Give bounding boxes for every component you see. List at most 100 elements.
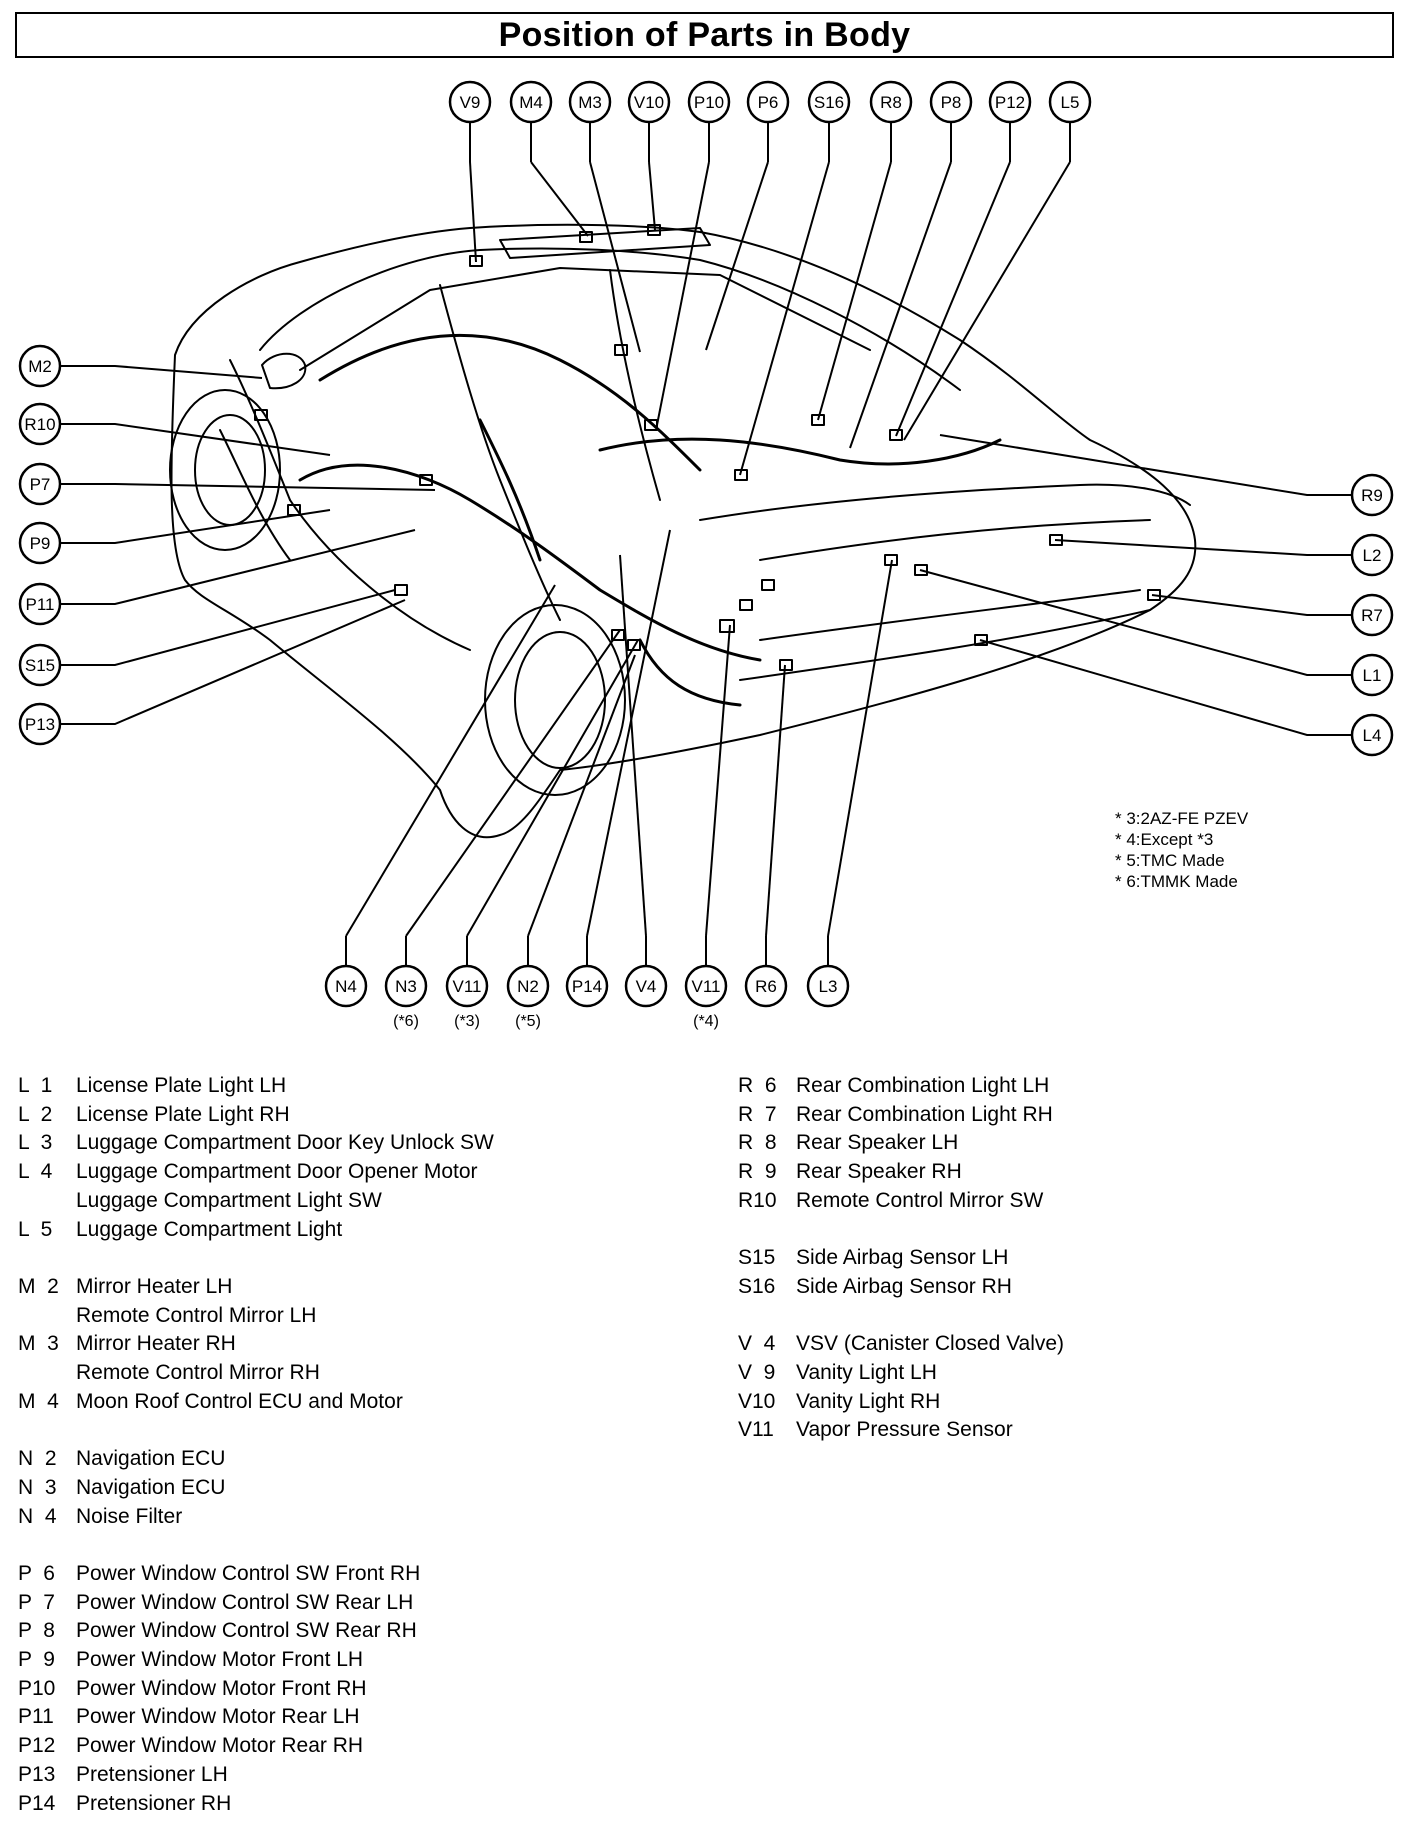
callout-l1: L1 xyxy=(1350,653,1394,697)
legend-code: R 9 xyxy=(738,1160,777,1184)
legend-text: Power Window Motor Rear RH xyxy=(76,1734,364,1758)
callout-label: S15 xyxy=(25,656,55,675)
callout-m2: M2 xyxy=(18,344,62,388)
legend-text: Power Window Control SW Rear LH xyxy=(76,1590,414,1614)
callout-n3: N3 xyxy=(384,964,428,1008)
legend-text: Mirror Heater LH xyxy=(76,1274,233,1298)
legend-code: P 7 xyxy=(18,1590,55,1614)
legend-text: Side Airbag Sensor RH xyxy=(796,1274,1012,1298)
legend-spacer xyxy=(738,1216,1064,1245)
callout-label: L5 xyxy=(1061,93,1080,112)
callout-r8: R8 xyxy=(869,80,913,124)
legend-code: R10 xyxy=(738,1188,777,1212)
legend-text: Rear Speaker LH xyxy=(796,1131,959,1155)
legend-code: P14 xyxy=(18,1791,56,1815)
legend-code: M 3 xyxy=(18,1332,59,1356)
callout-label: L1 xyxy=(1363,666,1382,685)
callout-label: V10 xyxy=(634,93,664,112)
legend-entry: P13 Pretensioner LH xyxy=(18,1761,494,1790)
legend-spacer xyxy=(738,1302,1064,1331)
legend-text: Remote Control Mirror RH xyxy=(76,1361,320,1385)
callout-label: P9 xyxy=(30,534,51,553)
legend-code xyxy=(18,1187,76,1216)
legend-spacer xyxy=(18,1531,494,1560)
callout-label: V9 xyxy=(460,93,481,112)
legend-entry: M 2 Mirror Heater LH xyxy=(18,1273,494,1302)
callout-label: N3 xyxy=(395,977,417,996)
legend-code: N 2 xyxy=(18,1447,57,1471)
leader-lines xyxy=(60,122,1352,966)
callout-v9: V9 xyxy=(448,80,492,124)
callout-v11: V11 xyxy=(684,964,728,1008)
legend-spacer xyxy=(18,1244,494,1273)
legend-text: Power Window Motor Rear LH xyxy=(76,1705,360,1729)
legend-entry: P14 Pretensioner RH xyxy=(18,1790,494,1819)
callout-footnote-ref: (*3) xyxy=(454,1013,480,1030)
legend-text: Power Window Control SW Rear RH xyxy=(76,1619,417,1643)
legend-text: Power Window Motor Front RH xyxy=(76,1676,367,1700)
legend-text: Rear Combination Light RH xyxy=(796,1102,1053,1126)
callout-label: V11 xyxy=(692,977,721,996)
legend-code: V11 xyxy=(738,1418,774,1442)
legend-text: Power Window Motor Front LH xyxy=(76,1648,364,1672)
legend-code: P13 xyxy=(18,1762,56,1786)
legend-entry: N 2 Navigation ECU xyxy=(18,1445,494,1474)
callout-label: R6 xyxy=(755,977,777,996)
callout-label: R7 xyxy=(1361,606,1383,625)
legend-text: Pretensioner RH xyxy=(76,1791,232,1815)
callout-label: M4 xyxy=(519,93,543,112)
legend-entry: P 8 Power Window Control SW Rear RH xyxy=(18,1617,494,1646)
callout-label: P7 xyxy=(30,475,51,494)
callout-p8: P8 xyxy=(929,80,973,124)
callout-p9: P9 xyxy=(18,521,62,565)
callout-label: R9 xyxy=(1361,486,1383,505)
legend-code: V10 xyxy=(738,1389,776,1413)
callout-m3: M3 xyxy=(568,80,612,124)
callout-label: V11 xyxy=(453,977,482,996)
callout-s15: S15 xyxy=(18,643,62,687)
callout-footnote-ref: (*5) xyxy=(515,1013,541,1030)
footnotes: * 3:2AZ-FE PZEV * 4:Except *3 * 5:TMC Ma… xyxy=(1115,808,1248,892)
callout-p12: P12 xyxy=(988,80,1032,124)
legend-code: P 8 xyxy=(18,1619,55,1643)
legend-entry: V10 Vanity Light RH xyxy=(738,1388,1064,1417)
legend-entry: V11 Vapor Pressure Sensor xyxy=(738,1416,1064,1445)
legend-text: Side Airbag Sensor LH xyxy=(796,1246,1009,1270)
callout-v4: V4 xyxy=(624,964,668,1008)
legend-code: M 2 xyxy=(18,1274,59,1298)
legend-text: Pretensioner LH xyxy=(76,1762,228,1786)
legend-text: Vapor Pressure Sensor xyxy=(796,1418,1013,1442)
callout-label: M3 xyxy=(578,93,602,112)
legend-code: L 5 xyxy=(18,1217,53,1241)
legend-code: V 9 xyxy=(738,1361,776,1384)
callout-footnote-ref: (*6) xyxy=(393,1013,419,1030)
callout-label: S16 xyxy=(814,93,844,112)
callout-r10: R10 xyxy=(18,402,62,446)
legend-code: L 4 xyxy=(18,1160,53,1184)
legend-text: Luggage Compartment Door Key Unlock SW xyxy=(76,1131,494,1155)
legend-text: Navigation ECU xyxy=(76,1447,226,1471)
legend-spacer xyxy=(18,1416,494,1445)
legend-text: Vanity Light RH xyxy=(796,1389,941,1413)
legend-text: Navigation ECU xyxy=(76,1475,226,1499)
legend-entry: Luggage Compartment Light SW xyxy=(18,1187,494,1216)
legend-text: Rear Combination Light LH xyxy=(796,1074,1050,1097)
footnote: * 6:TMMK Made xyxy=(1115,872,1238,891)
legend-code: R 8 xyxy=(738,1131,777,1155)
